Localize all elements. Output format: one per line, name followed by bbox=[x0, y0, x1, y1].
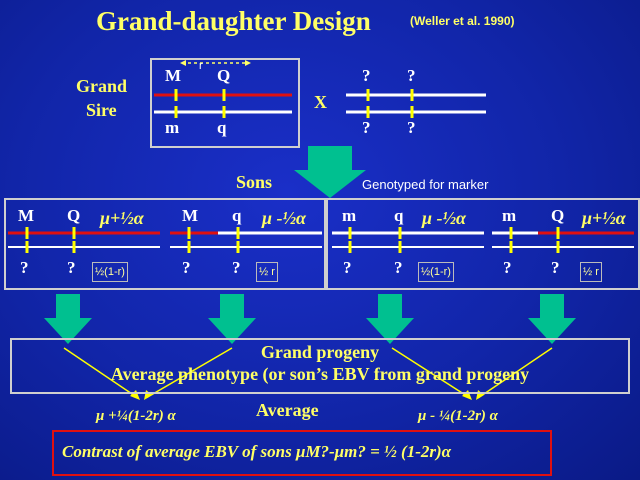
son3-effect: μ -½α bbox=[422, 208, 466, 228]
contrast-box: Contrast of average EBV of sons μM?-μm? … bbox=[52, 430, 552, 476]
son2-bottom-1: ? bbox=[182, 258, 191, 277]
son4-marker-1: m bbox=[502, 206, 517, 225]
grandsire-marker-m: m bbox=[165, 118, 180, 137]
citation: (Weller et al. 1990) bbox=[410, 14, 515, 28]
son4-bottom-2: ? bbox=[551, 258, 560, 277]
grandsire-marker-M: M bbox=[165, 66, 182, 85]
cross-symbol: X bbox=[314, 92, 327, 112]
average-left: μ +¼(1-2r) α bbox=[96, 408, 176, 424]
son4-effect: μ+½α bbox=[582, 208, 626, 228]
son-marker-ticks bbox=[25, 227, 560, 253]
son4-marker-2: Q bbox=[551, 206, 565, 225]
son2-prob: ½ r bbox=[256, 262, 278, 282]
progeny-arrows bbox=[44, 294, 576, 344]
sons-label: Sons bbox=[236, 172, 273, 192]
son1-marker-1: M bbox=[18, 206, 35, 225]
grand-progeny-title: Grand progeny bbox=[260, 342, 380, 362]
grandsire-marker-ticks bbox=[174, 89, 226, 118]
grandsire-marker-q: q bbox=[217, 118, 227, 137]
son1-prob: ½(1-r) bbox=[92, 262, 128, 282]
sons-arrow bbox=[294, 146, 366, 198]
page-title: Grand-daughter Design bbox=[96, 6, 371, 36]
grandsire-marker-Q: Q bbox=[217, 66, 231, 85]
son4-bottom-1: ? bbox=[503, 258, 512, 277]
son2-marker-2: q bbox=[232, 206, 242, 225]
dam-top-2: ? bbox=[407, 66, 416, 85]
son3-bottom-1: ? bbox=[343, 258, 352, 277]
son3-marker-2: q bbox=[394, 206, 404, 225]
grandsire-label-line1: Grand bbox=[76, 76, 128, 96]
contrast-text: Contrast of average EBV of sons μM?-μm? … bbox=[62, 442, 452, 461]
dam-top-1: ? bbox=[362, 66, 371, 85]
sons-box-right bbox=[326, 198, 640, 290]
average-right: μ - ¼(1-2r) α bbox=[418, 408, 498, 424]
son4-prob: ½ r bbox=[580, 262, 602, 282]
son1-bottom-1: ? bbox=[20, 258, 29, 277]
dam-bottom-2: ? bbox=[407, 118, 416, 137]
son1-marker-2: Q bbox=[67, 206, 81, 225]
grand-progeny-subtitle: Average phenotype (or son’s EBV from gra… bbox=[110, 364, 530, 384]
son2-marker-1: M bbox=[182, 206, 199, 225]
son3-prob: ½(1-r) bbox=[418, 262, 454, 282]
grandsire-label-line2: Sire bbox=[86, 100, 117, 120]
son1-bottom-2: ? bbox=[67, 258, 76, 277]
son2-effect: μ -½α bbox=[262, 208, 306, 228]
genotyped-label: Genotyped for marker bbox=[362, 177, 489, 192]
distance-label: r bbox=[199, 60, 203, 72]
son1-effect: μ+½α bbox=[100, 208, 144, 228]
grand-progeny-box bbox=[10, 338, 630, 394]
dam-bottom-1: ? bbox=[362, 118, 371, 137]
son3-marker-1: m bbox=[342, 206, 357, 225]
average-label: Average bbox=[256, 400, 319, 420]
grandsire-box bbox=[150, 58, 300, 148]
average-arrows bbox=[63, 347, 553, 399]
son2-bottom-2: ? bbox=[232, 258, 241, 277]
sons-box-left bbox=[4, 198, 326, 290]
son3-bottom-2: ? bbox=[394, 258, 403, 277]
